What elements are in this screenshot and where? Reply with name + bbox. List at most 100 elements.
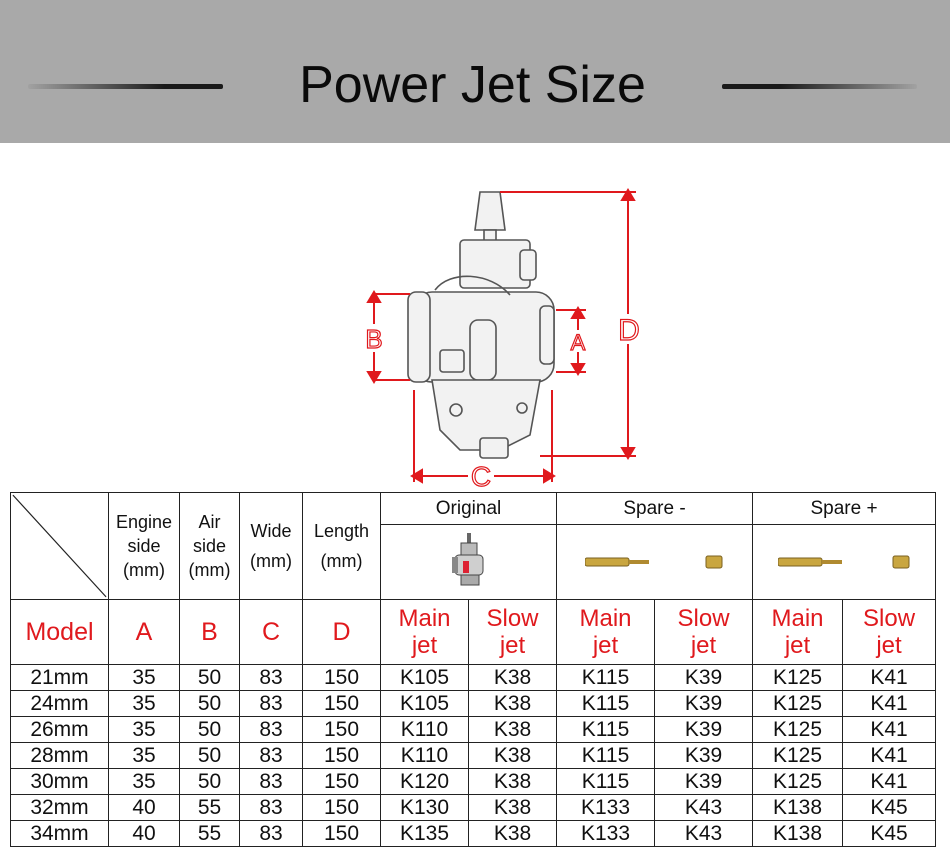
label-model: Model [10,599,109,665]
cell-spare-minus-slow-jet: K43 [654,794,754,821]
cell-original-main-jet: K110 [380,742,469,769]
cell-air-side: 55 [179,820,240,847]
cell-length: 150 [302,768,381,795]
cell-length: 150 [302,820,381,847]
cell-spare-minus-main-jet: K115 [556,664,656,691]
cell-spare-plus-main-jet: K125 [752,690,844,717]
page-title: Power Jet Size [299,56,646,114]
cell-length: 150 [302,664,381,691]
cell-spare-minus-main-jet: K115 [556,716,656,743]
header-wide: Wide(mm) [239,492,303,600]
dimension-arrows [366,188,636,484]
cell-spare-minus-slow-jet: K39 [654,768,754,795]
decorative-line-left [28,84,223,89]
cell-original-slow-jet: K38 [467,690,558,717]
cell-spare-minus-main-jet: K133 [556,794,656,821]
header-length: Length(mm) [302,492,381,600]
main-jet-icon [584,557,649,567]
cell-engine-side: 35 [108,664,180,691]
group-header-original: Original [379,492,558,525]
label-col-b: B [179,599,240,665]
cell-air-side: 50 [179,768,240,795]
cell-model: 21mm [10,664,109,691]
label-c: C [471,461,491,490]
cell-model: 26mm [10,716,109,743]
main-jet-icon [777,557,842,567]
cell-model: 24mm [10,690,109,717]
cell-spare-plus-slow-jet: K41 [842,690,937,717]
carburetor-thumbnail-icon [451,532,483,585]
cell-engine-side: 35 [108,690,180,717]
cell-spare-minus-slow-jet: K39 [654,742,754,769]
cell-engine-side: 35 [108,716,180,743]
label-a: A [571,330,586,355]
cell-engine-side: 35 [108,742,180,769]
cell-original-main-jet: K110 [380,716,469,743]
cell-spare-plus-main-jet: K138 [752,820,844,847]
cell-air-side: 50 [179,690,240,717]
cell-spare-minus-slow-jet: K39 [654,664,754,691]
cell-original-main-jet: K105 [380,690,469,717]
cell-air-side: 55 [179,794,240,821]
group-header-spare-plus: Spare + [752,492,937,525]
slow-jet-icon [705,555,723,569]
cell-original-slow-jet: K38 [467,716,558,743]
cell-original-slow-jet: K38 [467,742,558,769]
cell-engine-side: 40 [108,794,180,821]
cell-spare-plus-main-jet: K125 [752,742,844,769]
cell-spare-minus-slow-jet: K39 [654,716,754,743]
cell-original-main-jet: K120 [380,768,469,795]
cell-spare-plus-main-jet: K138 [752,794,844,821]
label-b: B [365,324,382,354]
cell-model: 34mm [10,820,109,847]
label-col-d: D [302,599,381,665]
original-carburetor-image [379,524,558,600]
cell-air-side: 50 [179,742,240,769]
cell-spare-minus-main-jet: K115 [556,768,656,795]
cell-original-main-jet: K135 [380,820,469,847]
cell-air-side: 50 [179,664,240,691]
cell-spare-plus-slow-jet: K41 [842,742,937,769]
cell-wide: 83 [239,742,303,769]
cell-wide: 83 [239,820,303,847]
cell-spare-minus-main-jet: K133 [556,820,656,847]
cell-wide: 83 [239,664,303,691]
cell-original-main-jet: K130 [380,794,469,821]
cell-spare-plus-slow-jet: K41 [842,664,937,691]
cell-model: 28mm [10,742,109,769]
spare-plus-jets-image [752,524,937,600]
cell-engine-side: 40 [108,820,180,847]
cell-wide: 83 [239,716,303,743]
cell-spare-plus-main-jet: K125 [752,664,844,691]
cell-air-side: 50 [179,716,240,743]
label-d: D [618,314,640,347]
carburetor-dimension-diagram: B A D C [364,188,640,490]
spare-minus-jets-image [556,524,754,600]
cell-length: 150 [302,742,381,769]
cell-spare-minus-slow-jet: K43 [654,820,754,847]
carburetor-illustration [407,191,555,459]
slow-jet-icon [892,555,910,569]
label-col-c: C [239,599,303,665]
cell-original-main-jet: K105 [380,664,469,691]
cell-spare-minus-main-jet: K115 [556,742,656,769]
cell-model: 32mm [10,794,109,821]
group-header-spare-minus: Spare - [556,492,754,525]
decorative-line-right [722,84,917,89]
cell-wide: 83 [239,794,303,821]
cell-spare-plus-main-jet: K125 [752,768,844,795]
cell-length: 150 [302,794,381,821]
label-col-a: A [108,599,180,665]
